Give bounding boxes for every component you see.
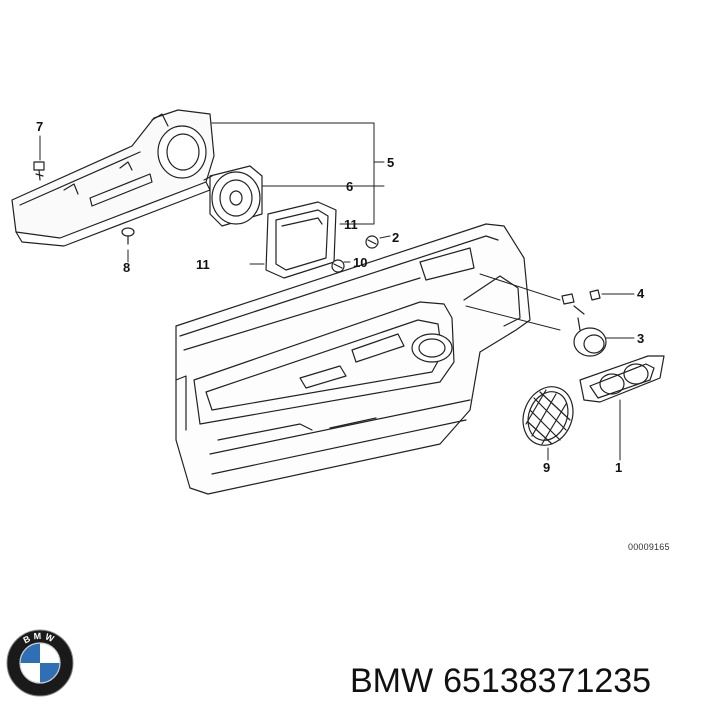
- svg-text:BMW: BMW: [22, 631, 59, 646]
- round-grille-part: [522, 386, 574, 446]
- callout-label: 10: [353, 255, 367, 270]
- callout-label: 3: [637, 331, 644, 346]
- callout-label: 4: [637, 286, 645, 301]
- callout-label: 5: [387, 155, 394, 170]
- callout-label: 11: [344, 217, 358, 232]
- bmw-logo-icon: BMW: [6, 629, 74, 697]
- speaker-frame-part: [265, 201, 337, 279]
- callout-label: 11: [196, 257, 210, 272]
- callout-label: 9: [543, 460, 550, 475]
- callout-label: 7: [36, 119, 43, 134]
- leader-lines: [39, 122, 635, 461]
- connector-part: [561, 289, 601, 305]
- callout-label: 1: [615, 460, 622, 475]
- part-number: 65138371235: [443, 662, 652, 700]
- screw-8-part: [121, 227, 135, 245]
- door-panel: [175, 223, 531, 495]
- screw-7-part: [33, 161, 45, 181]
- callout-label: 6: [346, 179, 353, 194]
- brand-name: BMW: [350, 662, 434, 700]
- grille-cover-part: [579, 355, 665, 403]
- clip-2-part: [365, 235, 379, 249]
- callout-label: 8: [123, 260, 130, 275]
- speaker-housing-part: [11, 109, 215, 247]
- speaker-part: [203, 165, 263, 227]
- logo-letters: BMW: [22, 631, 56, 646]
- diagram-reference-code: 00009165: [628, 542, 670, 552]
- clip-10-part: [331, 259, 345, 273]
- callout-numbers: 7 5 6 11 2 8 11 10 4 3 9 1: [36, 119, 645, 475]
- callout-label: 2: [392, 230, 399, 245]
- tweeter-part: [573, 305, 607, 357]
